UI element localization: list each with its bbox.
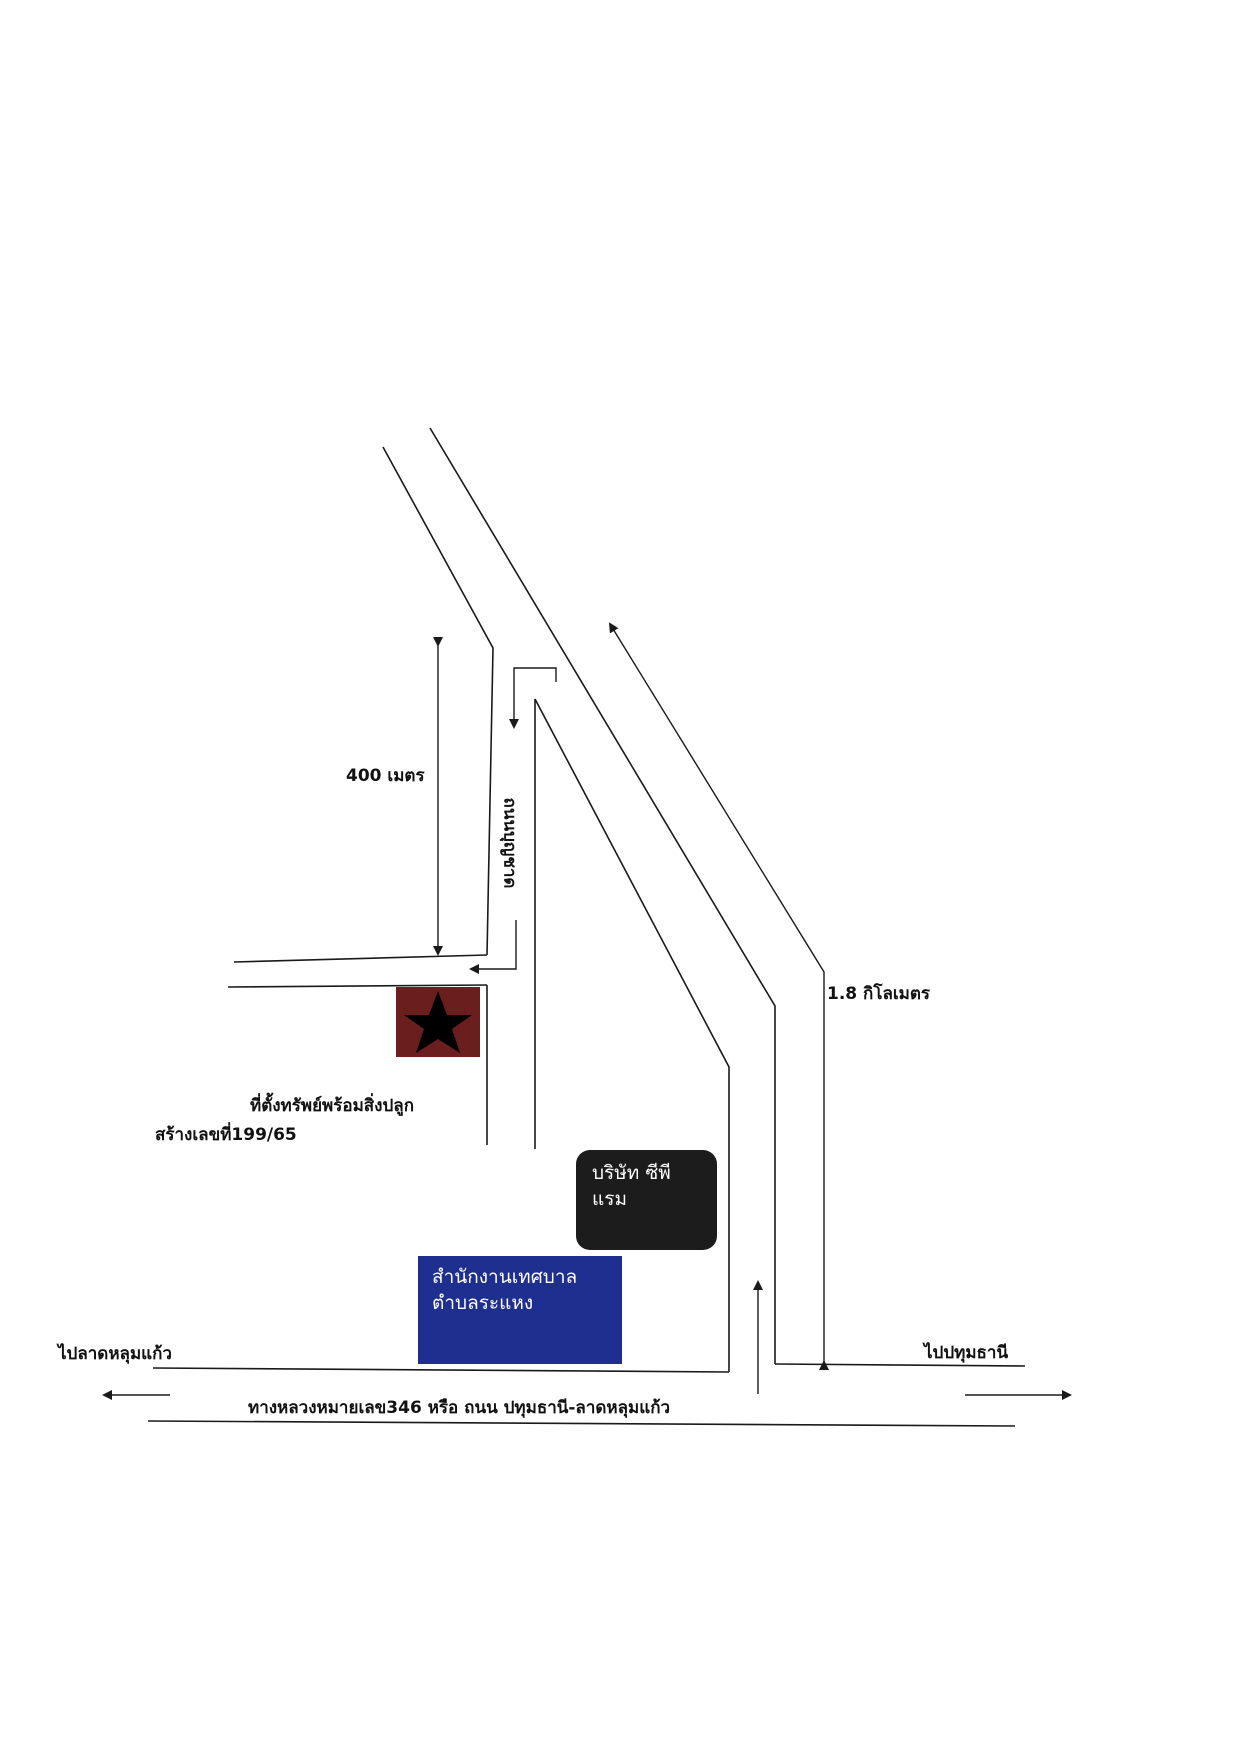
route-arrow bbox=[469, 667, 557, 974]
distance-1-8km-label: 1.8 กิโลเมตร bbox=[827, 984, 931, 1004]
property-label-line1: ที่ตั้งทรัพย์พร้อมสิ่งปลูก bbox=[250, 1096, 414, 1116]
company-landmark: บริษัท ซีพี แรม bbox=[576, 1150, 717, 1250]
side-road-west bbox=[227, 954, 488, 988]
highway-upper-edge-east bbox=[774, 1363, 1026, 1367]
diagonal-road-left-edge bbox=[382, 446, 494, 956]
highway-lower-edge bbox=[147, 1420, 1016, 1427]
side-road-west-upper-edge bbox=[233, 954, 488, 963]
route-arrow-turn bbox=[469, 920, 517, 974]
property-label-line2: สร้างเลขที่199/65 bbox=[155, 1125, 297, 1145]
side-road-name-label: ถนนบุญชาด bbox=[499, 797, 520, 889]
main-highway bbox=[147, 1363, 1026, 1427]
star-icon bbox=[404, 991, 472, 1053]
municipal-office-line1: สำนักงานเทศบาล bbox=[432, 1266, 578, 1288]
to-pathum-thani-label: ไปปทุมธานี bbox=[924, 1343, 1009, 1363]
company-name-line2: แรม bbox=[592, 1188, 627, 1210]
company-name-line1: บริษัท ซีพี bbox=[592, 1162, 671, 1184]
property-marker bbox=[396, 987, 480, 1057]
municipal-office-landmark: สำนักงานเทศบาล ตำบลระแหง bbox=[418, 1256, 622, 1364]
distance-400m-label: 400 เมตร bbox=[346, 766, 425, 786]
route-arrow-entry bbox=[509, 667, 557, 729]
distance-1-8km-arrow bbox=[608, 622, 829, 1370]
highway-upper-edge-west bbox=[152, 1367, 730, 1373]
to-lat-lum-kaeo-label: ไปลาดหลุมแก้ว bbox=[58, 1344, 172, 1364]
main-road-label: ทางหลวงหมายเลข346 หรือ ถนน ปทุมธานี-ลาดห… bbox=[248, 1398, 671, 1418]
municipal-office-line2: ตำบลระแหง bbox=[432, 1292, 534, 1314]
side-road-west-lower-edge bbox=[227, 984, 488, 988]
